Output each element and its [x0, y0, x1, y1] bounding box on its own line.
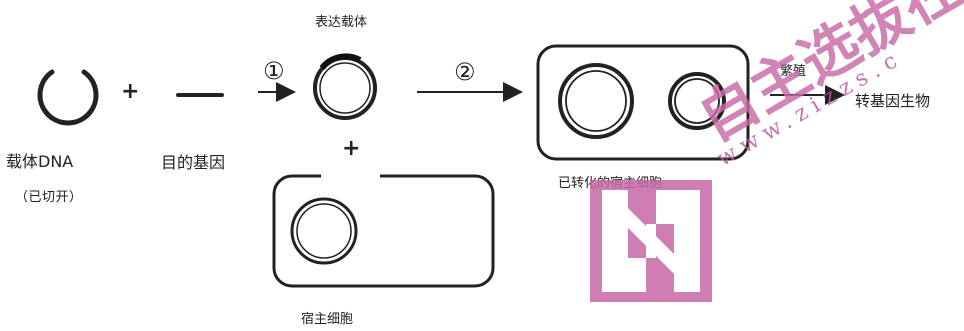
label-transgenic-organism: 转基因生物	[855, 92, 931, 110]
watermark-logo	[590, 180, 712, 302]
label-vector-dna-note: （已切开）	[15, 190, 83, 205]
opened-vector-dna	[37, 69, 99, 126]
label-expression-vector: 表达载体	[315, 15, 368, 30]
step-2-label: ②	[454, 58, 476, 86]
label-host-cell: 宿主细胞	[301, 312, 354, 327]
expression-vector-circle	[313, 53, 377, 120]
step-1-label: ①	[263, 57, 285, 85]
label-vector-dna: 载体DNA	[6, 152, 74, 171]
host-cell-box	[272, 174, 495, 288]
watermark-logo-graphic	[590, 180, 712, 302]
plus-sign-left: +	[121, 79, 140, 104]
label-reproduce: 繁殖	[780, 64, 807, 79]
plus-sign-bottom: +	[342, 136, 361, 161]
label-target-gene: 目的基因	[161, 153, 226, 172]
transformed-host-cell-box	[536, 44, 750, 161]
